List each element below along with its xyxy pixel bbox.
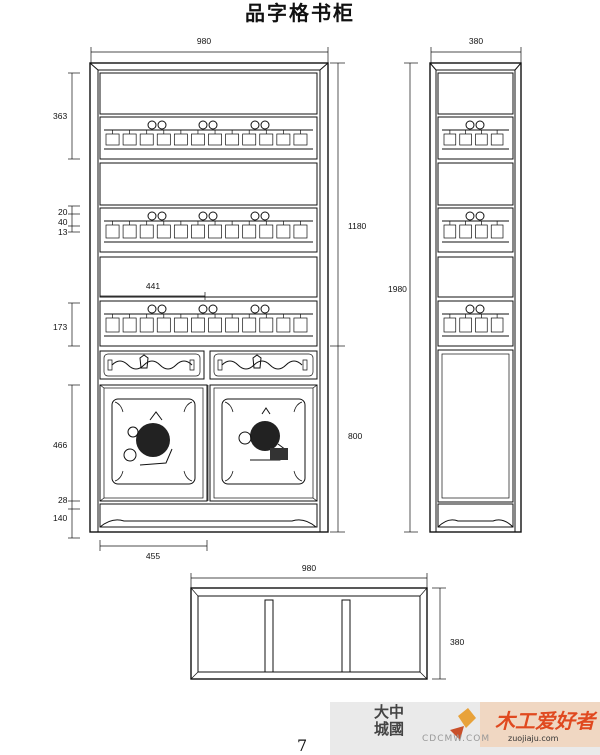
shelf-441-label: 441 xyxy=(146,281,160,291)
door-455-label: 455 xyxy=(146,551,160,561)
upper-shelf-1 xyxy=(99,72,318,160)
watermark-cn-line2: 城國 xyxy=(374,720,405,738)
watermark-url: CDCMW.COM xyxy=(422,734,491,744)
front-height-dimension: 1180 800 xyxy=(330,62,367,533)
upper-shelf-2 xyxy=(99,162,318,253)
side-depth-dimension: 380 xyxy=(430,36,522,64)
side-lattice-2 xyxy=(442,211,509,243)
lower-height-label: 800 xyxy=(348,431,362,441)
drawing-title: 品字格书柜 xyxy=(245,1,355,25)
base-apron xyxy=(99,385,318,528)
front-width-label: 980 xyxy=(197,36,211,46)
side-lattice-1 xyxy=(442,120,509,150)
lattice-panel-1 xyxy=(104,120,313,150)
dim-20: 20 xyxy=(58,207,68,217)
cabinet-frame xyxy=(89,62,329,533)
watermark-cn-line1: 大中 xyxy=(374,703,405,721)
watermark: 大中 城國 CDCMW.COM 木工爱好者 zuojiaju.com xyxy=(330,702,600,755)
door-left xyxy=(99,384,208,502)
page-number: 7 xyxy=(297,736,307,755)
upper-height-label: 1180 xyxy=(348,221,367,231)
plan-depth-label: 380 xyxy=(450,637,464,647)
dim-13: 13 xyxy=(58,227,68,237)
front-left-dimensions: 363 20 40 13 173 466 28 140 xyxy=(53,72,80,539)
watermark-cn-text: 大中 城國 xyxy=(374,704,404,738)
side-depth-label: 380 xyxy=(469,36,483,46)
front-width-dimension: 980 xyxy=(90,36,329,64)
plan-depth-dimension: 380 xyxy=(432,587,464,680)
side-view: 380 1980 xyxy=(388,36,522,533)
dim-173: 173 xyxy=(53,322,67,332)
door-width-dimension: 455 xyxy=(99,540,208,561)
front-view: 980 xyxy=(53,36,367,561)
dim-466: 466 xyxy=(53,440,67,450)
total-height-label: 1980 xyxy=(388,284,407,294)
lattice-panel-2 xyxy=(104,211,313,243)
shelf-depth-dimension: 441 xyxy=(100,281,206,300)
plan-view: 980 380 xyxy=(190,563,464,680)
plan-width-dimension: 980 xyxy=(190,563,428,590)
side-lattice-3 xyxy=(442,304,509,337)
drawer-left xyxy=(99,350,205,380)
lattice-panel-3 xyxy=(104,304,313,337)
watermark-brand-url: zuojiaju.com xyxy=(508,734,559,743)
plan-width-label: 980 xyxy=(302,563,316,573)
watermark-brand: 木工爱好者 xyxy=(495,709,595,733)
watermark-background xyxy=(330,702,600,755)
dim-140: 140 xyxy=(53,513,67,523)
upper-shelf-3 xyxy=(99,256,318,347)
dim-40: 40 xyxy=(58,217,68,227)
dim-363: 363 xyxy=(53,111,67,121)
door-right xyxy=(209,384,318,502)
side-lower-panel xyxy=(437,349,514,503)
drawer-right xyxy=(209,350,318,380)
dim-28: 28 xyxy=(58,495,68,505)
total-height-dimension: 1980 xyxy=(388,62,418,533)
